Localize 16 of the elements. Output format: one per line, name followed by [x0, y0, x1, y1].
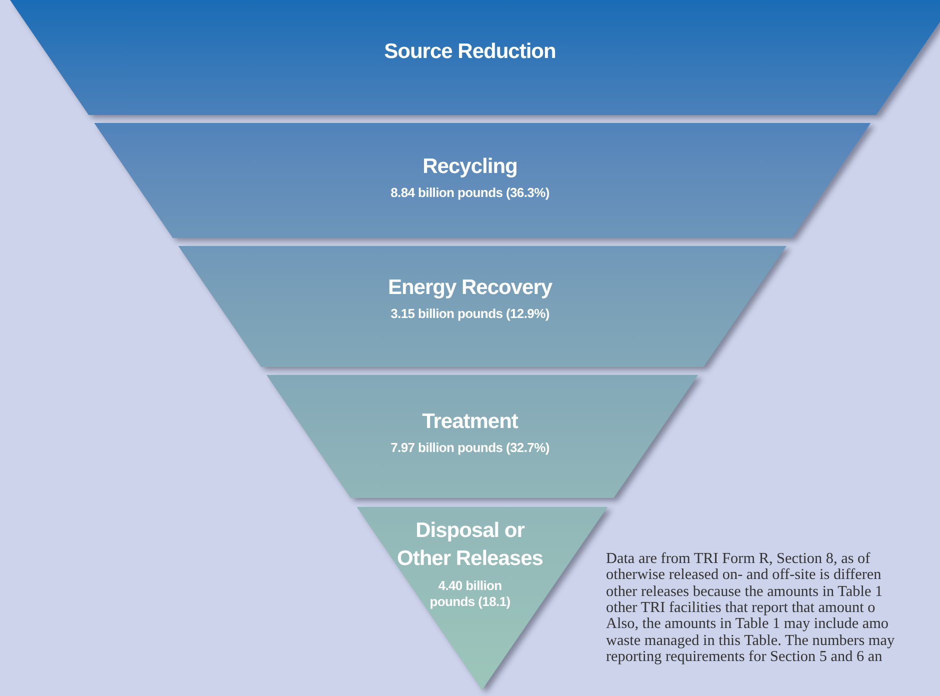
note-text: Also, the amounts in Table 1 may include amo [606, 616, 889, 632]
tier-amount: 7.97 billion pounds (32.7%) [390, 440, 550, 457]
tier-amount: 3.15 billion pounds (12.9%) [390, 306, 550, 323]
note-text: otherwise released on- and off-site is differen [606, 567, 882, 584]
tier-title: Disposal or Other Releases [396, 518, 544, 572]
tier-title: Recycling [422, 154, 518, 180]
tier-title: Energy Recovery [388, 275, 552, 301]
tier-title: Source Reduction [384, 39, 556, 65]
tier-title: Treatment [422, 409, 518, 435]
note-text: Data are from TRI Form R, Section 8, as of [606, 551, 870, 567]
note-text: reporting requirements for Section 5 and 6 an [606, 648, 882, 665]
tier-amount: 4.40 billion pounds (18.1) [428, 578, 512, 610]
note-text: waste managed in this Table. The numbers may [606, 632, 895, 648]
note-text: other TRI facilities that report that amount o [606, 600, 876, 616]
tier-amount: 8.84 billion pounds (36.3%) [390, 185, 550, 202]
note-text: other releases because the amounts in Table 1 [606, 584, 883, 600]
